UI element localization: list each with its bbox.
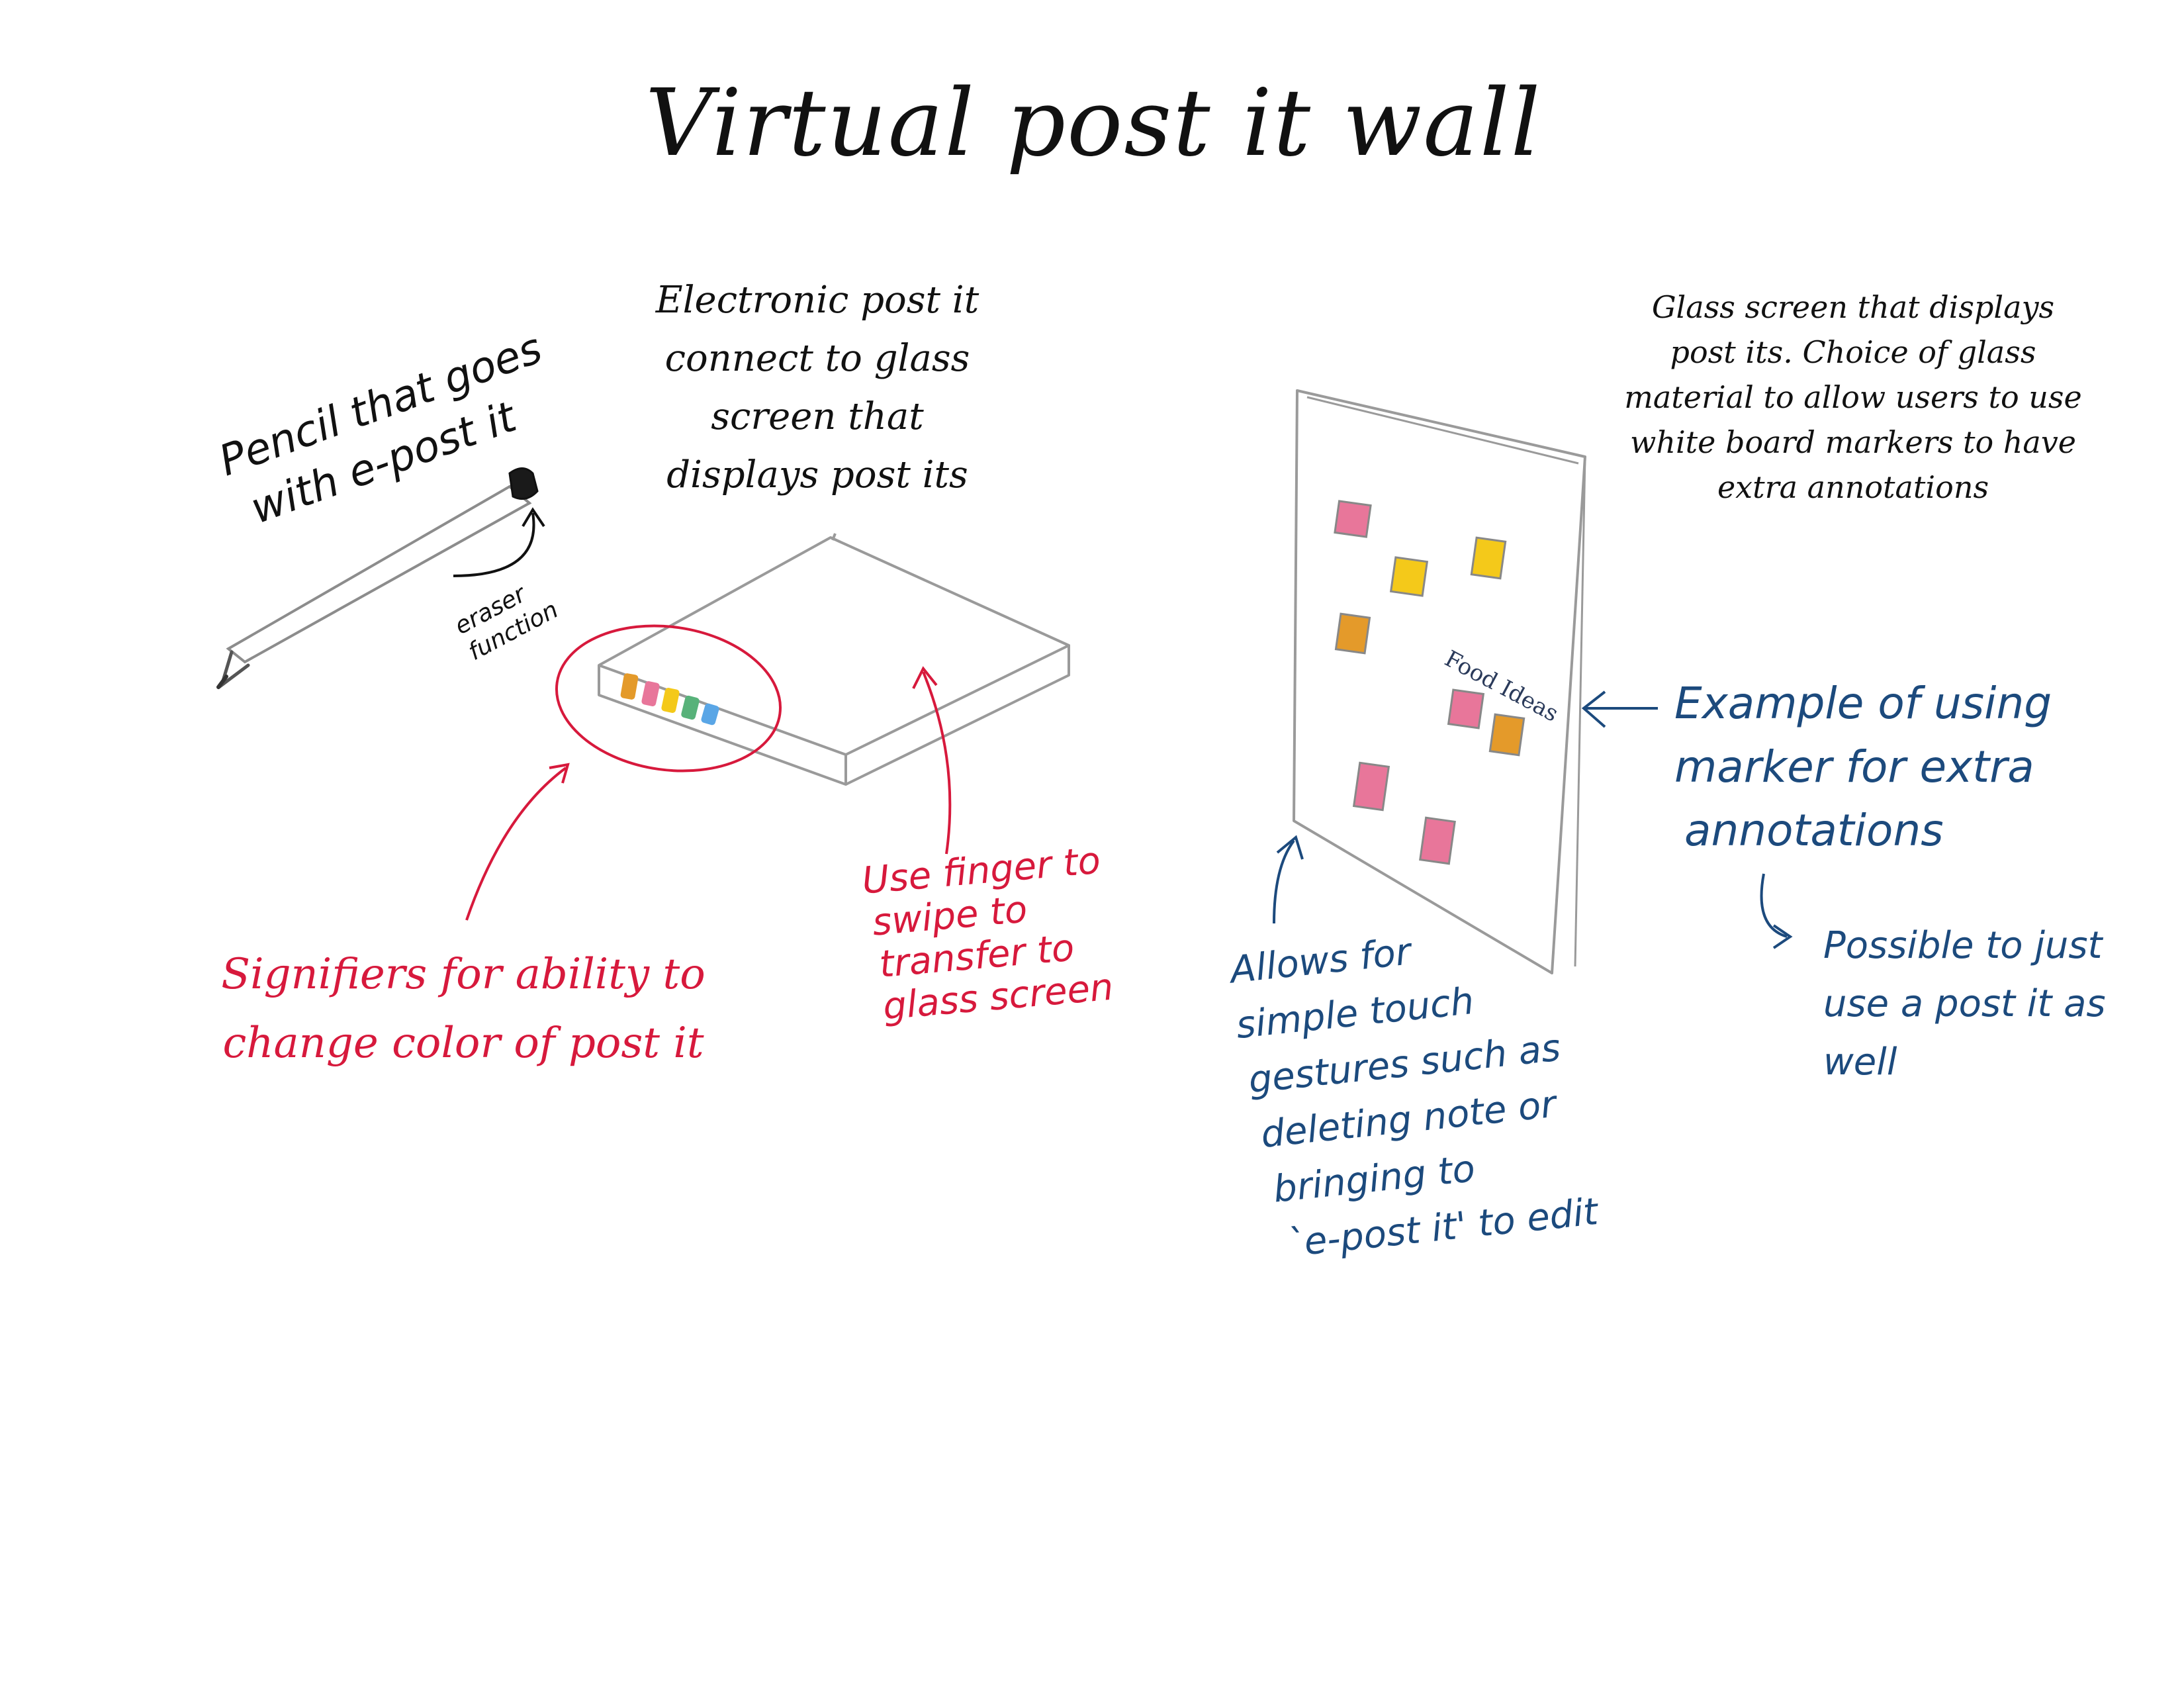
possible-label: Possible to just use a post it as well [1823, 917, 2106, 1092]
page-title: Virtual post it wall [645, 70, 1542, 177]
possible-arrow [1760, 873, 1788, 938]
device-caption-line-3: screen that [711, 395, 924, 438]
swipe-arrowhead [912, 666, 938, 689]
eraser-arrowhead [522, 507, 545, 528]
wall-post-its [1334, 500, 1525, 865]
swatch-orange [620, 673, 639, 700]
signifiers-label: Signifiers for ability to change color o… [159, 940, 768, 1078]
eraser-arrow [453, 512, 535, 577]
glass-caption-line-5: extra annotations [1717, 469, 1989, 505]
marker-label-line-3: annotations [1684, 805, 1944, 856]
signifiers-label-line-2: change color of post it [222, 1019, 704, 1068]
glass-screen [1293, 389, 1586, 974]
wall-note-orange-1 [1334, 612, 1371, 655]
wall-note-pink-4 [1419, 816, 1456, 865]
marker-arrowhead [1581, 690, 1606, 728]
swipe-label: Use finger to swipe to transfer to glass… [860, 839, 1115, 1029]
wall-note-yellow-2 [1470, 536, 1507, 580]
glass-caption: Glass screen that displays post its. Cho… [1588, 285, 2118, 510]
device-caption-line-1: Electronic post it [655, 279, 979, 322]
wall-note-orange-2 [1488, 713, 1525, 757]
device-caption-line-2: connect to glass [664, 337, 970, 380]
signifier-arrow [465, 767, 567, 921]
swatch-blue [701, 703, 719, 726]
wall-note-pink-1 [1334, 500, 1372, 538]
gestures-label: Allows for simple touch gestures such as… [1228, 908, 1601, 1275]
swatch-green [681, 695, 700, 720]
wall-note-pink-3 [1352, 761, 1390, 812]
gestures-arrow [1273, 839, 1295, 924]
swipe-arrow [922, 671, 952, 855]
marker-label: Example of using marker for extra annota… [1674, 672, 2052, 863]
color-signifier-swatches [620, 673, 719, 726]
glass-caption-line-1: Glass screen that displays [1651, 289, 2055, 325]
e-post-it-device [598, 533, 1070, 786]
wall-note-yellow-1 [1389, 556, 1429, 597]
marker-label-line-1: Example of using [1674, 678, 2052, 729]
signifier-arrowhead [549, 763, 570, 784]
wall-note-pink-2 [1447, 688, 1485, 729]
gestures-arrowhead [1276, 835, 1304, 860]
glass-caption-line-2: post its. Choice of glass [1670, 334, 2036, 370]
marker-label-line-2: marker for extra [1674, 741, 2034, 792]
eraser-icon [508, 467, 539, 500]
glass-caption-line-4: white board markers to have [1629, 424, 2077, 460]
possible-label-line-1: Possible to just [1823, 924, 2103, 967]
possible-label-line-3: well [1823, 1041, 1897, 1084]
device-caption-line-4: displays post its [666, 453, 968, 496]
signifiers-label-line-1: Signifiers for ability to [221, 950, 705, 999]
possible-label-line-2: use a post it as [1823, 982, 2106, 1025]
device-caption: Electronic post it connect to glass scre… [632, 271, 1003, 504]
glass-caption-line-3: material to allow users to use [1624, 379, 2082, 415]
possible-arrowhead [1772, 924, 1793, 949]
signifier-circle [555, 624, 782, 773]
swatch-yellow [661, 688, 680, 713]
swatch-pink [641, 681, 660, 706]
